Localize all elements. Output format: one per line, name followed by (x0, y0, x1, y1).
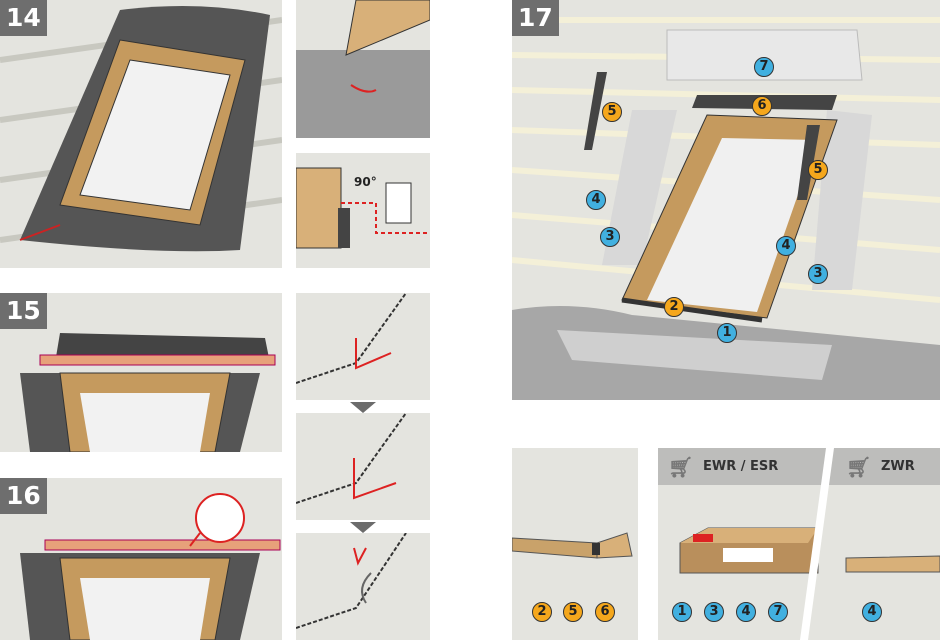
part-badge-3: 3 (704, 602, 724, 622)
angle-detail-illustration (296, 167, 430, 249)
part-badge-2: 2 (664, 297, 684, 317)
step-16-panel: 16 (0, 478, 282, 640)
part-badge-4: 4 (586, 190, 606, 210)
cart-icon: 🛒︎ (846, 455, 872, 479)
part-badge-1: 1 (672, 602, 692, 622)
step-14-detail-top (296, 0, 430, 138)
part-badge-5: 5 (602, 102, 622, 122)
ewr-header: 🛒︎ EWR / ESR 🛒︎ ZWR (658, 448, 940, 485)
part-badge-6: 6 (595, 602, 615, 622)
step-number: 15 (0, 293, 47, 329)
step-14-panel: 14 (0, 0, 282, 268)
part-badge-3: 3 (600, 227, 620, 247)
part-badge-4: 4 (776, 236, 796, 256)
angle-label: 90° (354, 175, 377, 189)
step-14-detail-angle: 90° (296, 153, 430, 268)
part-badge-2: 2 (532, 602, 552, 622)
window-flashing-illustration (0, 6, 282, 252)
arrow-down-icon (350, 522, 376, 533)
flashing-kit-exploded-illustration (512, 17, 940, 400)
part-badge-1: 1 (717, 323, 737, 343)
step-number: 16 (0, 478, 47, 514)
part-badge-5: 5 (808, 160, 828, 180)
part-badge-4: 4 (736, 602, 756, 622)
step-17-panel: 17 7 6 5 5 4 3 4 3 2 1 (512, 0, 940, 400)
part-badge-3: 3 (808, 264, 828, 284)
part-badge-6: 6 (752, 96, 772, 116)
flashing-fold-illustration (296, 0, 430, 138)
cross-section-3 (296, 533, 430, 640)
included-strip-illustration (512, 532, 633, 559)
strip-placement-illustration (20, 493, 281, 640)
product-box-illustration (679, 448, 940, 640)
part-badge-7: 7 (768, 602, 788, 622)
cross-section-illustration (296, 293, 407, 384)
cross-section-1 (296, 293, 430, 400)
part-badge-4: 4 (862, 602, 882, 622)
step-number: 14 (0, 0, 47, 36)
cart-icon: 🛒︎ (668, 455, 694, 479)
cross-section-illustration (296, 413, 407, 504)
arrow-down-icon (350, 402, 376, 413)
ewr-label: EWR / ESR (703, 459, 779, 474)
part-badge-5: 5 (563, 602, 583, 622)
part-badge-7: 7 (754, 57, 774, 77)
step-15-panel: 15 (0, 293, 282, 452)
included-parts-panel: 2 5 6 (512, 448, 638, 640)
flashing-strip-illustration (20, 333, 276, 452)
cross-section-2 (296, 413, 430, 520)
cross-section-illustration (296, 533, 407, 629)
ewr-esr-panel: 🛒︎ EWR / ESR 🛒︎ ZWR 1 3 4 7 4 (658, 448, 940, 640)
step-number: 17 (512, 0, 559, 36)
zwr-label: ZWR (881, 459, 915, 474)
